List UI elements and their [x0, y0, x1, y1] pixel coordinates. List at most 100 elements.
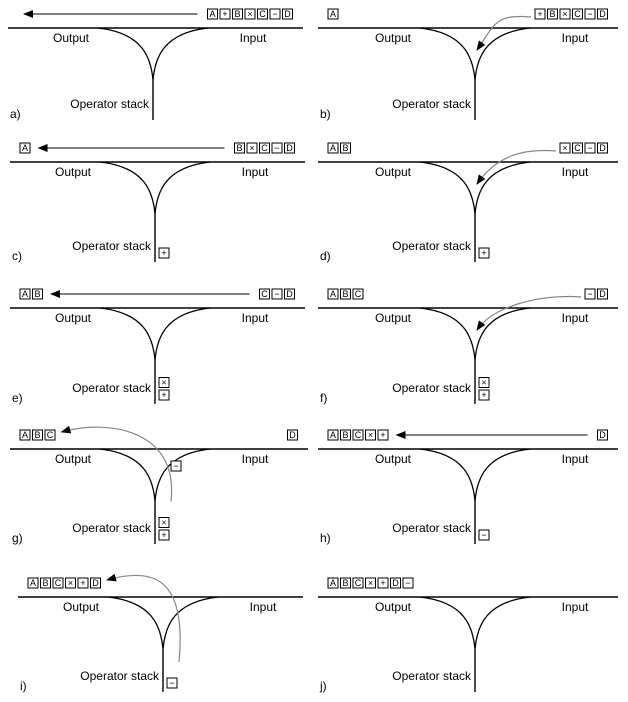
output-token-d: D [390, 577, 401, 589]
output-token-times: × [365, 577, 376, 589]
input-token-plus: + [534, 8, 546, 20]
output-token-c: C [352, 577, 364, 589]
input-token-times-label: × [247, 9, 252, 19]
input-token-times: × [244, 8, 256, 20]
input-token-d-label: D [286, 143, 293, 153]
panel-id: b) [320, 107, 331, 121]
input-token-d: D [597, 288, 608, 300]
output-curve [99, 307, 156, 361]
stack-token-plus-label: + [161, 390, 166, 400]
output-token-b-label: B [34, 430, 40, 440]
panel-id: c) [12, 249, 22, 263]
stack-token-plus: + [158, 529, 170, 541]
input-token-minus-label: − [587, 289, 592, 299]
input-label: Input [562, 165, 589, 179]
stack-label: Operator stack [392, 97, 472, 111]
output-curve [99, 161, 156, 215]
output-token-plus-label: + [380, 430, 385, 440]
stack-label: Operator stack [392, 669, 472, 683]
stack-token-times: × [158, 377, 170, 388]
panel-id: a) [10, 107, 21, 121]
output-curve [419, 307, 476, 361]
output-token-a-label: A [30, 578, 36, 588]
input-token-c: C [572, 8, 583, 20]
output-token-times: × [65, 577, 76, 589]
input-token-minus: − [584, 288, 596, 300]
output-token-a: A [19, 142, 31, 154]
output-token-a: A [327, 8, 339, 20]
output-token-minus: − [402, 577, 414, 589]
input-token-d-label: D [599, 9, 606, 19]
output-token-a-label: A [330, 289, 336, 299]
panel-id: h) [320, 531, 331, 545]
input-token-b: B [232, 8, 243, 20]
stack-token-plus-label: + [161, 248, 166, 258]
stack-token-times: × [478, 377, 490, 388]
output-label: Output [375, 165, 412, 179]
stack-label: Operator stack [72, 381, 152, 395]
output-token-c-label: C [55, 578, 62, 588]
output-token-times-label: × [368, 578, 373, 588]
output-label: Output [53, 31, 90, 45]
output-token-a: A [327, 429, 339, 441]
move-arrow [476, 149, 557, 185]
input-token-c: C [257, 8, 268, 20]
stack-label: Operator stack [72, 239, 152, 253]
output-token-b: B [40, 577, 51, 589]
input-token-minus-label: − [274, 143, 279, 153]
input-token-c-label: C [259, 9, 266, 19]
input-token-times: × [246, 142, 258, 154]
stack-label: Operator stack [392, 521, 472, 535]
input-token-a-label: A [209, 9, 215, 19]
output-token-times-label: × [368, 430, 373, 440]
input-curve [154, 161, 211, 215]
input-token-minus-label: − [274, 289, 279, 299]
input-token-d: D [597, 142, 608, 154]
move-arrow [476, 295, 582, 331]
input-token-d-label: D [289, 430, 296, 440]
stack-token-times-label: × [161, 518, 166, 528]
input-token-d-label: D [599, 143, 606, 153]
input-token-times: × [559, 142, 571, 154]
panel-id: e) [12, 391, 23, 405]
output-token-c: C [352, 288, 364, 300]
moving-token-minus: − [170, 460, 182, 472]
stack-token-plus: + [478, 389, 490, 401]
output-curve [107, 596, 164, 650]
input-curve [474, 161, 531, 215]
output-token-a-label: A [22, 430, 28, 440]
input-token-c: C [259, 288, 270, 300]
input-label: Input [242, 452, 269, 466]
output-label: Output [375, 31, 412, 45]
input-curve [154, 307, 211, 361]
input-token-d: D [282, 8, 293, 20]
output-token-b: B [340, 429, 351, 441]
output-label: Output [55, 311, 92, 325]
stack-label: Operator stack [392, 381, 472, 395]
input-token-minus: − [584, 142, 596, 154]
output-token-plus-label: + [380, 578, 385, 588]
stack-label: Operator stack [70, 97, 150, 111]
output-token-a: A [327, 142, 339, 154]
output-token-a-label: A [330, 430, 336, 440]
stack-token-plus: + [158, 247, 170, 259]
output-token-a-label: A [22, 289, 28, 299]
output-token-plus-label: + [80, 578, 85, 588]
stack-token-plus-label: + [161, 530, 166, 540]
output-token-b-label: B [342, 578, 348, 588]
output-token-b: B [340, 577, 351, 589]
input-token-a: A [207, 8, 218, 20]
stack-token-plus: + [158, 389, 170, 401]
stack-token-plus-label: + [481, 390, 486, 400]
input-token-times-label: × [562, 143, 567, 153]
output-token-c: C [44, 429, 56, 441]
input-token-plus-label: + [222, 9, 227, 19]
stack-token-minus: − [166, 677, 178, 689]
input-token-d: D [597, 8, 608, 20]
input-token-b: B [547, 8, 558, 20]
